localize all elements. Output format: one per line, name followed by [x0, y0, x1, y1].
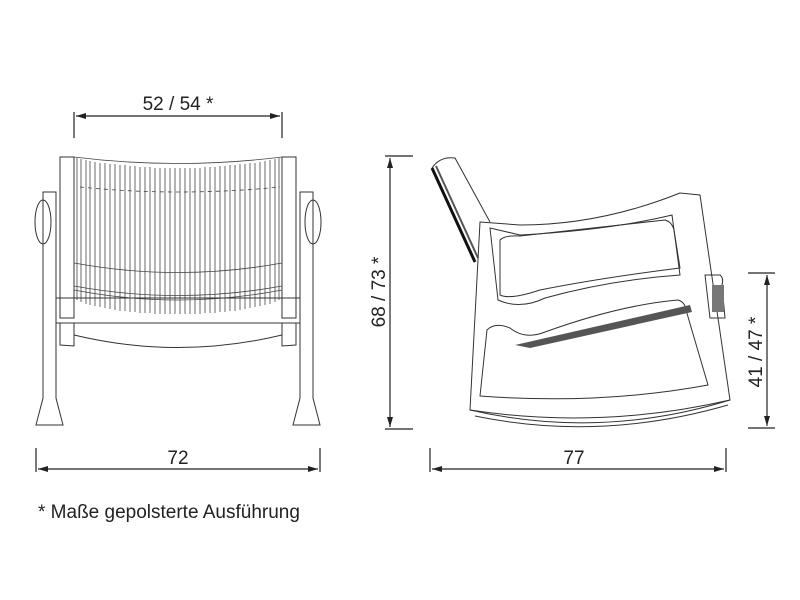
- overall-depth-label: 77: [563, 448, 584, 469]
- front-view-chair: [34, 156, 322, 426]
- seat-height-label: 41 / 47 *: [746, 316, 767, 387]
- dimension-overall-height: [385, 155, 413, 430]
- overall-width-label: 72: [167, 448, 188, 469]
- seat-width-label: 52 / 54 *: [143, 94, 214, 115]
- back-slats: [73, 156, 283, 314]
- dimension-overall-width: [35, 448, 321, 472]
- upholstered-footnote: * Maße gepolsterte Ausführung: [38, 502, 300, 523]
- dimension-seat-height: [748, 272, 775, 429]
- dimension-seat-width: [73, 112, 283, 138]
- overall-height-label: 68 / 73 *: [369, 256, 390, 327]
- dimension-overall-depth: [429, 448, 727, 472]
- side-view-chair: [430, 157, 731, 428]
